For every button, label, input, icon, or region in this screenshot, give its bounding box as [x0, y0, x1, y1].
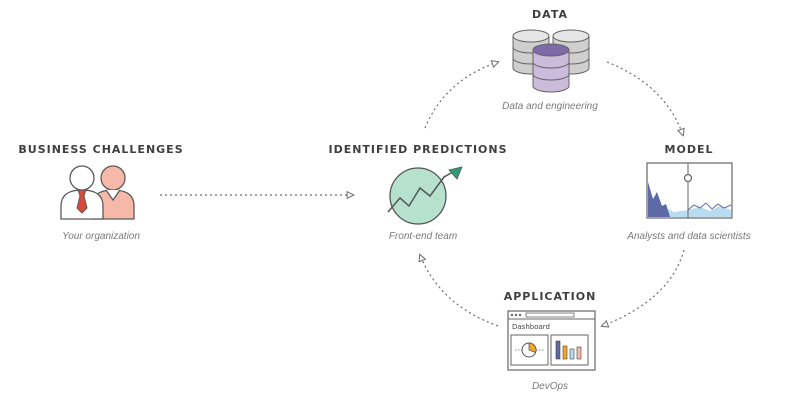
dashboard-window-icon: Dashboard — [507, 310, 596, 371]
business-challenges-caption: Your organization — [62, 231, 140, 242]
data-title: DATA — [532, 8, 568, 21]
model-title: MODEL — [664, 143, 714, 156]
growth-chart-icon — [387, 166, 463, 225]
connector-data-to-model — [606, 61, 683, 135]
application-caption: DevOps — [531, 381, 569, 392]
model-caption: Analysts and data scientists — [627, 231, 751, 242]
application-title: APPLICATION — [503, 290, 597, 303]
two-people-icon — [60, 165, 135, 220]
connector-model-to-application — [602, 249, 685, 326]
connectors — [160, 62, 684, 326]
identified-predictions-title: IDENTIFIED PREDICTIONS — [328, 143, 508, 156]
connector-application-to-predictions — [420, 255, 499, 327]
dashboard-label: Dashboard — [512, 323, 550, 331]
database-icon — [512, 29, 590, 93]
line-chart-icon — [646, 162, 733, 219]
business-challenges-title: BUSINESS CHALLENGES — [18, 143, 184, 156]
connector-predictions-to-data — [424, 62, 498, 129]
identified-predictions-caption: Front-end team — [388, 231, 458, 242]
data-caption: Data and engineering — [502, 101, 598, 112]
